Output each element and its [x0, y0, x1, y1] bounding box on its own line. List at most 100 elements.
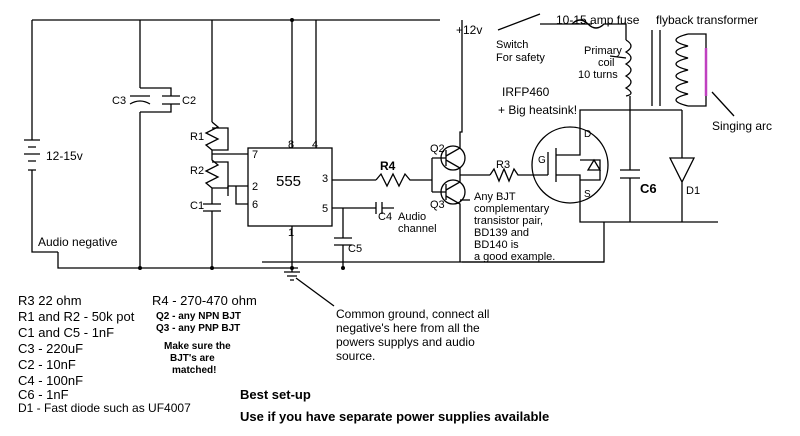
- bjt-note-1: complementary: [474, 203, 550, 215]
- pot-r1-wiper: [212, 127, 229, 151]
- label-d1: D1: [686, 185, 701, 197]
- bjt-note-2: transistor pair,: [474, 215, 544, 227]
- resistor-r4: [375, 172, 432, 188]
- battery-symbol: [24, 139, 40, 171]
- transformer-title: flyback transformer: [656, 13, 759, 27]
- primary-label-1: Primary: [584, 45, 622, 57]
- wire-c2: [140, 87, 172, 113]
- capacitor-c2: [162, 95, 180, 105]
- label-r2: R2: [190, 165, 205, 177]
- bjt-note-0: Any BJT: [474, 191, 516, 203]
- audio-channel-1: Audio: [398, 211, 427, 223]
- primary-coil: [624, 39, 632, 97]
- mosfet-internals: [547, 127, 602, 200]
- parts-list-5: C4 - 100nF: [18, 373, 84, 388]
- mosfet-irfp460: [531, 126, 609, 204]
- label-c3: C3: [112, 95, 127, 107]
- label-c5: C5: [348, 243, 363, 255]
- ground-symbol: [284, 271, 300, 281]
- pin-6: 6: [252, 199, 259, 211]
- wire-q-emitters: [445, 159, 490, 191]
- wire-ground-arrow: [295, 277, 335, 307]
- bjt-note-3: BD139 and: [474, 227, 530, 239]
- parts-list-r4: R4 - 270-470 ohm: [152, 293, 257, 308]
- label-r3: R3: [496, 159, 511, 171]
- junction-1: [138, 266, 142, 270]
- label-c2: C2: [182, 95, 197, 107]
- switch-label: Switch: [496, 39, 529, 51]
- fuse-symbol: [571, 19, 627, 40]
- pot-r2-wiper: [212, 161, 229, 189]
- parts-list-0: R3 22 ohm: [18, 293, 82, 308]
- secondary-coil: [675, 33, 707, 107]
- mosfet-heatsink: + Big heatsink!: [498, 103, 578, 117]
- pin-2: 2: [252, 181, 259, 193]
- label-c1: C1: [190, 200, 205, 212]
- label-ic: 555: [276, 173, 302, 190]
- parts-list-3: C3 - 220uF: [18, 341, 84, 356]
- parts-list-1: R1 and R2 - 50k pot: [18, 309, 135, 324]
- ic-555-body: [247, 147, 333, 227]
- match-note-2: matched!: [172, 365, 217, 376]
- capacitor-c3: [129, 95, 151, 105]
- wire-q-collectors: [445, 20, 463, 262]
- mosfet-pin-gate: G: [538, 155, 546, 166]
- parts-list-2: C1 and C5 - 1nF: [18, 325, 115, 340]
- bjt-note-5: a good example.: [474, 251, 556, 263]
- transformer-core: [651, 30, 661, 106]
- label-r4: R4: [380, 159, 396, 173]
- wire-left-rail: [31, 20, 58, 253]
- label-q3: Q3: [430, 199, 445, 211]
- pin-1: 1: [288, 227, 295, 239]
- resistor-r2: [204, 150, 220, 196]
- bjt-note-4: BD140 is: [474, 239, 519, 251]
- diode-d1: [668, 110, 696, 222]
- arrow-arc: [711, 91, 735, 117]
- capacitor-c4: [375, 202, 394, 214]
- match-note-0: Make sure the: [164, 341, 231, 352]
- junction-4: [341, 266, 345, 270]
- wire-audio-negative: [57, 252, 298, 269]
- pin-7: 7: [252, 149, 259, 161]
- capacitor-c5: [334, 208, 352, 268]
- audio-negative-label: Audio negative: [38, 235, 118, 249]
- arc-label: Singing arc: [712, 119, 773, 133]
- footer-title: Best set-up: [240, 387, 311, 402]
- mosfet-pin-drain: D: [584, 129, 592, 140]
- pin-8: 8: [288, 139, 295, 151]
- resistor-r3: [489, 167, 548, 183]
- arrow-primary: [609, 55, 627, 59]
- junction-5: [290, 18, 294, 22]
- ground-note-0: Common ground, connect all: [336, 307, 490, 321]
- capacitor-c1: [203, 196, 221, 268]
- audio-channel-2: channel: [398, 223, 437, 235]
- switch-symbol: [497, 13, 592, 31]
- mosfet-pin-source: S: [584, 189, 591, 200]
- pin-3: 3: [322, 173, 329, 185]
- label-c6: C6: [640, 181, 657, 196]
- fuse-label: 10-15 amp fuse: [556, 13, 640, 27]
- parts-list-q2: Q2 - any NPN BJT: [156, 311, 242, 322]
- wire-pin2-6: [227, 185, 248, 205]
- parts-list-4: C2 - 10nF: [18, 357, 76, 372]
- parts-list-7: D1 - Fast diode such as UF4007: [18, 401, 191, 415]
- supply-plus-label: +12v: [456, 23, 483, 37]
- label-c4: C4: [378, 211, 393, 223]
- junction-2: [210, 266, 214, 270]
- ground-note-1: negative's here from all the: [336, 321, 480, 335]
- footer-subtitle: Use if you have separate power supplies …: [240, 409, 550, 424]
- junction-3: [290, 266, 294, 270]
- primary-label-3: 10 turns: [578, 69, 618, 81]
- wire-drain: [579, 96, 631, 127]
- wire-pin8-4: [291, 19, 440, 148]
- parts-list-6: C6 - 1nF: [18, 387, 69, 402]
- label-q2: Q2: [430, 143, 445, 155]
- switch-note: For safety: [496, 52, 545, 64]
- label-r1: R1: [190, 131, 205, 143]
- mosfet-name: IRFP460: [502, 85, 550, 99]
- wire-bases: [431, 150, 447, 200]
- capacitor-c6: [620, 110, 640, 222]
- match-note-1: BJT's are: [170, 353, 215, 364]
- resistor-r1: [204, 121, 220, 151]
- ground-note-2: powers supplys and audio: [336, 335, 475, 349]
